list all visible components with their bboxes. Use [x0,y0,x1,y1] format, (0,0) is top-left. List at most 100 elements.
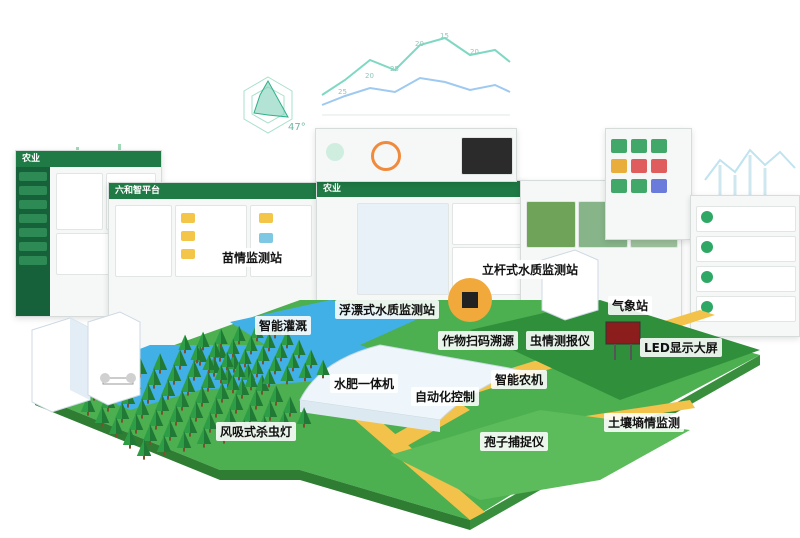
tree-icon [188,401,204,422]
tree-icon [214,382,230,403]
tree-icon [232,361,246,381]
chart-tick: 20 [365,72,374,80]
label-soil-moisture: 土壤墒情监测 [604,413,685,432]
label-smart-machine: 智能农机 [491,370,548,389]
tree-icon [176,431,192,452]
label-floating-water-station: 浮漂式水质监测站 [335,300,440,319]
tree-icon [156,435,172,456]
label-pest-monitor: 虫情测报仪 [526,331,595,350]
tree-icon [148,409,164,430]
tree-icon [186,360,202,381]
tree-icon [208,397,224,418]
tree-icon [166,364,182,385]
chart-tick: 25 [390,65,399,73]
tree-icon [244,335,258,355]
panel-header: 农业 [16,151,161,167]
tree-icon [228,393,244,414]
tree-icon [142,424,158,445]
tree-icon [172,349,188,370]
tree-icon [174,390,190,411]
tree-icon [234,378,250,399]
tree-icon [140,383,156,404]
label-seedling-station: 苗情监测站 [218,248,287,267]
tree-icon [152,353,168,374]
tree-icon [214,328,228,348]
tree-icon [268,385,284,406]
tree-icon [262,332,276,352]
label-crop-trace: 作物扫码溯源 [438,331,519,350]
tree-icon [202,354,216,374]
label-spore-trap: 孢子捕捉仪 [480,432,549,451]
label-smart-irrigation: 智能灌溉 [255,316,312,335]
tree-icon [162,420,178,441]
tree-icon [280,365,294,385]
tree-icon [168,405,184,426]
tree-icon [114,402,130,423]
tree-icon [128,413,144,434]
tree-icon [298,362,312,382]
tree-icon [220,351,234,371]
label-fertigation: 水肥一体机 [330,374,399,393]
tree-icon [94,406,110,427]
tree-icon [286,352,300,372]
tree-icon [292,339,306,359]
tree-icon [268,355,282,375]
panel-top-dashboard [315,128,517,182]
greenhouse [299,344,522,432]
tree-icon [154,394,170,415]
building-center [87,311,141,406]
tree-icon [178,334,192,354]
tree-icon [160,379,176,400]
tree-icon [232,325,246,345]
tree-icon [200,371,216,392]
tree-icon [196,427,212,448]
tree-icon [134,398,150,419]
tree-icon [316,359,330,379]
chart-tick: 20 [415,40,424,48]
tree-icon [196,331,210,351]
tree-icon [146,368,162,389]
tree-icon [108,417,124,438]
tree-icon [190,344,204,364]
tree-icon [180,375,196,396]
tree-icon [208,341,222,361]
tree-icon [248,389,264,410]
chart-tick: 25 [338,88,347,96]
label-wind-trap: 风吸式杀虫灯 [216,422,297,441]
radar-value: 47° [288,122,306,133]
radar-decor [243,76,293,134]
building-left [31,317,91,413]
field-bottom [390,410,690,500]
tree-icon [238,348,252,368]
tree-icon [250,358,264,378]
panel-sidebar [16,167,50,316]
tree-icon [226,374,240,394]
tree-icon [182,416,198,437]
tree-icon [262,400,278,421]
tree-icon [194,386,210,407]
panel-header: 六和智平台 [109,183,317,199]
tree-icon [262,368,276,388]
chart-tick: 15 [440,32,449,40]
panel-header: 农业 [317,181,525,197]
right-line-decor [704,148,796,198]
tree-icon [214,364,228,384]
label-pole-water-station: 立杆式水质监测站 [478,260,583,279]
tree-icon [136,439,152,460]
chart-tick: 20 [470,48,479,56]
tree-icon [202,412,218,433]
trace-sphere [448,278,492,322]
led-screen-device [605,321,641,360]
panel-right-stats [605,128,692,240]
tree-icon [282,396,298,417]
tree-icon [122,428,138,449]
line-chart-decor [321,36,511,116]
tree-icon [244,371,258,391]
tree-icon [304,349,318,369]
label-auto-control: 自动化控制 [411,387,480,406]
drone-device [100,373,136,385]
tree-icon [256,345,270,365]
label-weather-station: 气象站 [608,296,653,315]
tree-icon [274,342,288,362]
